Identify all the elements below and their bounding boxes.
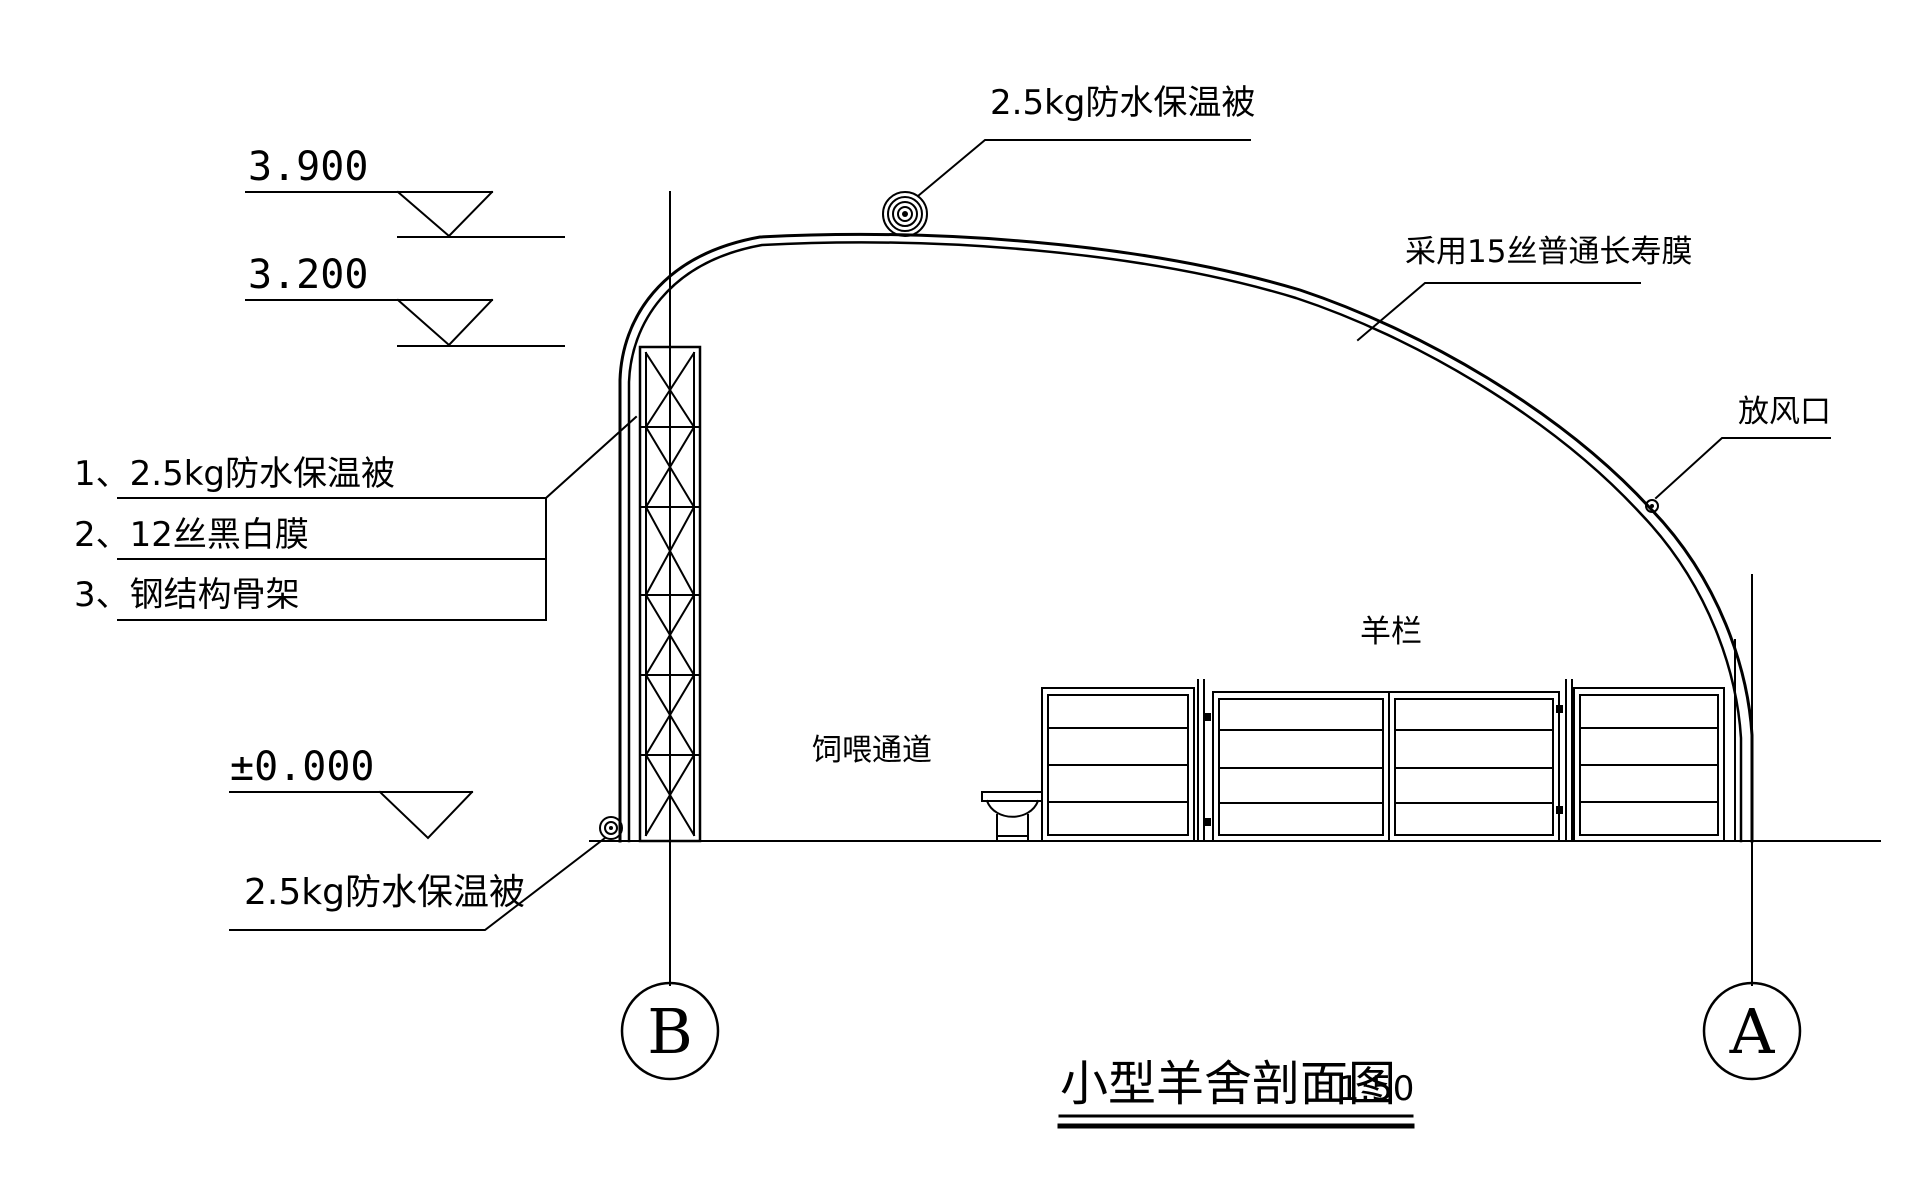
label-roll-bottom: 2.5kg防水保温被 bbox=[244, 872, 525, 913]
axis-label-a: A bbox=[1729, 995, 1776, 1068]
roof-arch-outer bbox=[618, 232, 1754, 843]
level-marker-ground: ±0.000 bbox=[229, 744, 474, 840]
wall-layer-2: 2、12丝黑白膜 bbox=[74, 515, 309, 555]
leader-wall-layers bbox=[545, 415, 638, 621]
axis-label-b: B bbox=[647, 995, 693, 1068]
vent-marker bbox=[1645, 499, 1659, 513]
axis-bubble-b: B bbox=[620, 981, 720, 1081]
truss-column bbox=[638, 345, 702, 843]
label-vent: 放风口 bbox=[1738, 394, 1831, 430]
label-aisle: 饲喂通道 bbox=[812, 733, 932, 768]
level-top-text: 3.900 bbox=[248, 144, 368, 190]
title-text: 小型羊舍剖面图 bbox=[1060, 1056, 1396, 1112]
label-pen: 羊栏 bbox=[1360, 614, 1422, 650]
leader-roll-top bbox=[916, 139, 1251, 198]
level-marker-mid: 3.200 bbox=[245, 252, 565, 347]
label-roof-film: 采用15丝普通长寿膜 bbox=[1405, 234, 1692, 270]
blanket-roll-top bbox=[882, 191, 928, 237]
blanket-roll-bottom bbox=[599, 816, 623, 840]
label-roll-top: 2.5kg防水保温被 bbox=[990, 83, 1255, 123]
feed-trough bbox=[981, 791, 1043, 842]
drawing-title: 小型羊舍剖面图 1:50 bbox=[1057, 1056, 1415, 1129]
level-marker-top: 3.900 bbox=[245, 144, 565, 238]
level-ground-text: ±0.000 bbox=[230, 744, 375, 790]
wall-layer-3: 3、钢结构骨架 bbox=[74, 575, 300, 615]
pen-fence bbox=[1041, 679, 1725, 842]
leader-roll-bottom bbox=[229, 836, 607, 931]
leader-roof-film bbox=[1356, 282, 1641, 342]
wall-layer-1: 1、2.5kg防水保温被 bbox=[74, 454, 395, 494]
roof-arch-inner bbox=[627, 241, 1743, 843]
level-mid-text: 3.200 bbox=[248, 252, 368, 298]
axis-bubble-a: A bbox=[1702, 981, 1802, 1081]
leader-vent bbox=[1654, 437, 1831, 500]
title-scale: 1:50 bbox=[1338, 1069, 1414, 1109]
